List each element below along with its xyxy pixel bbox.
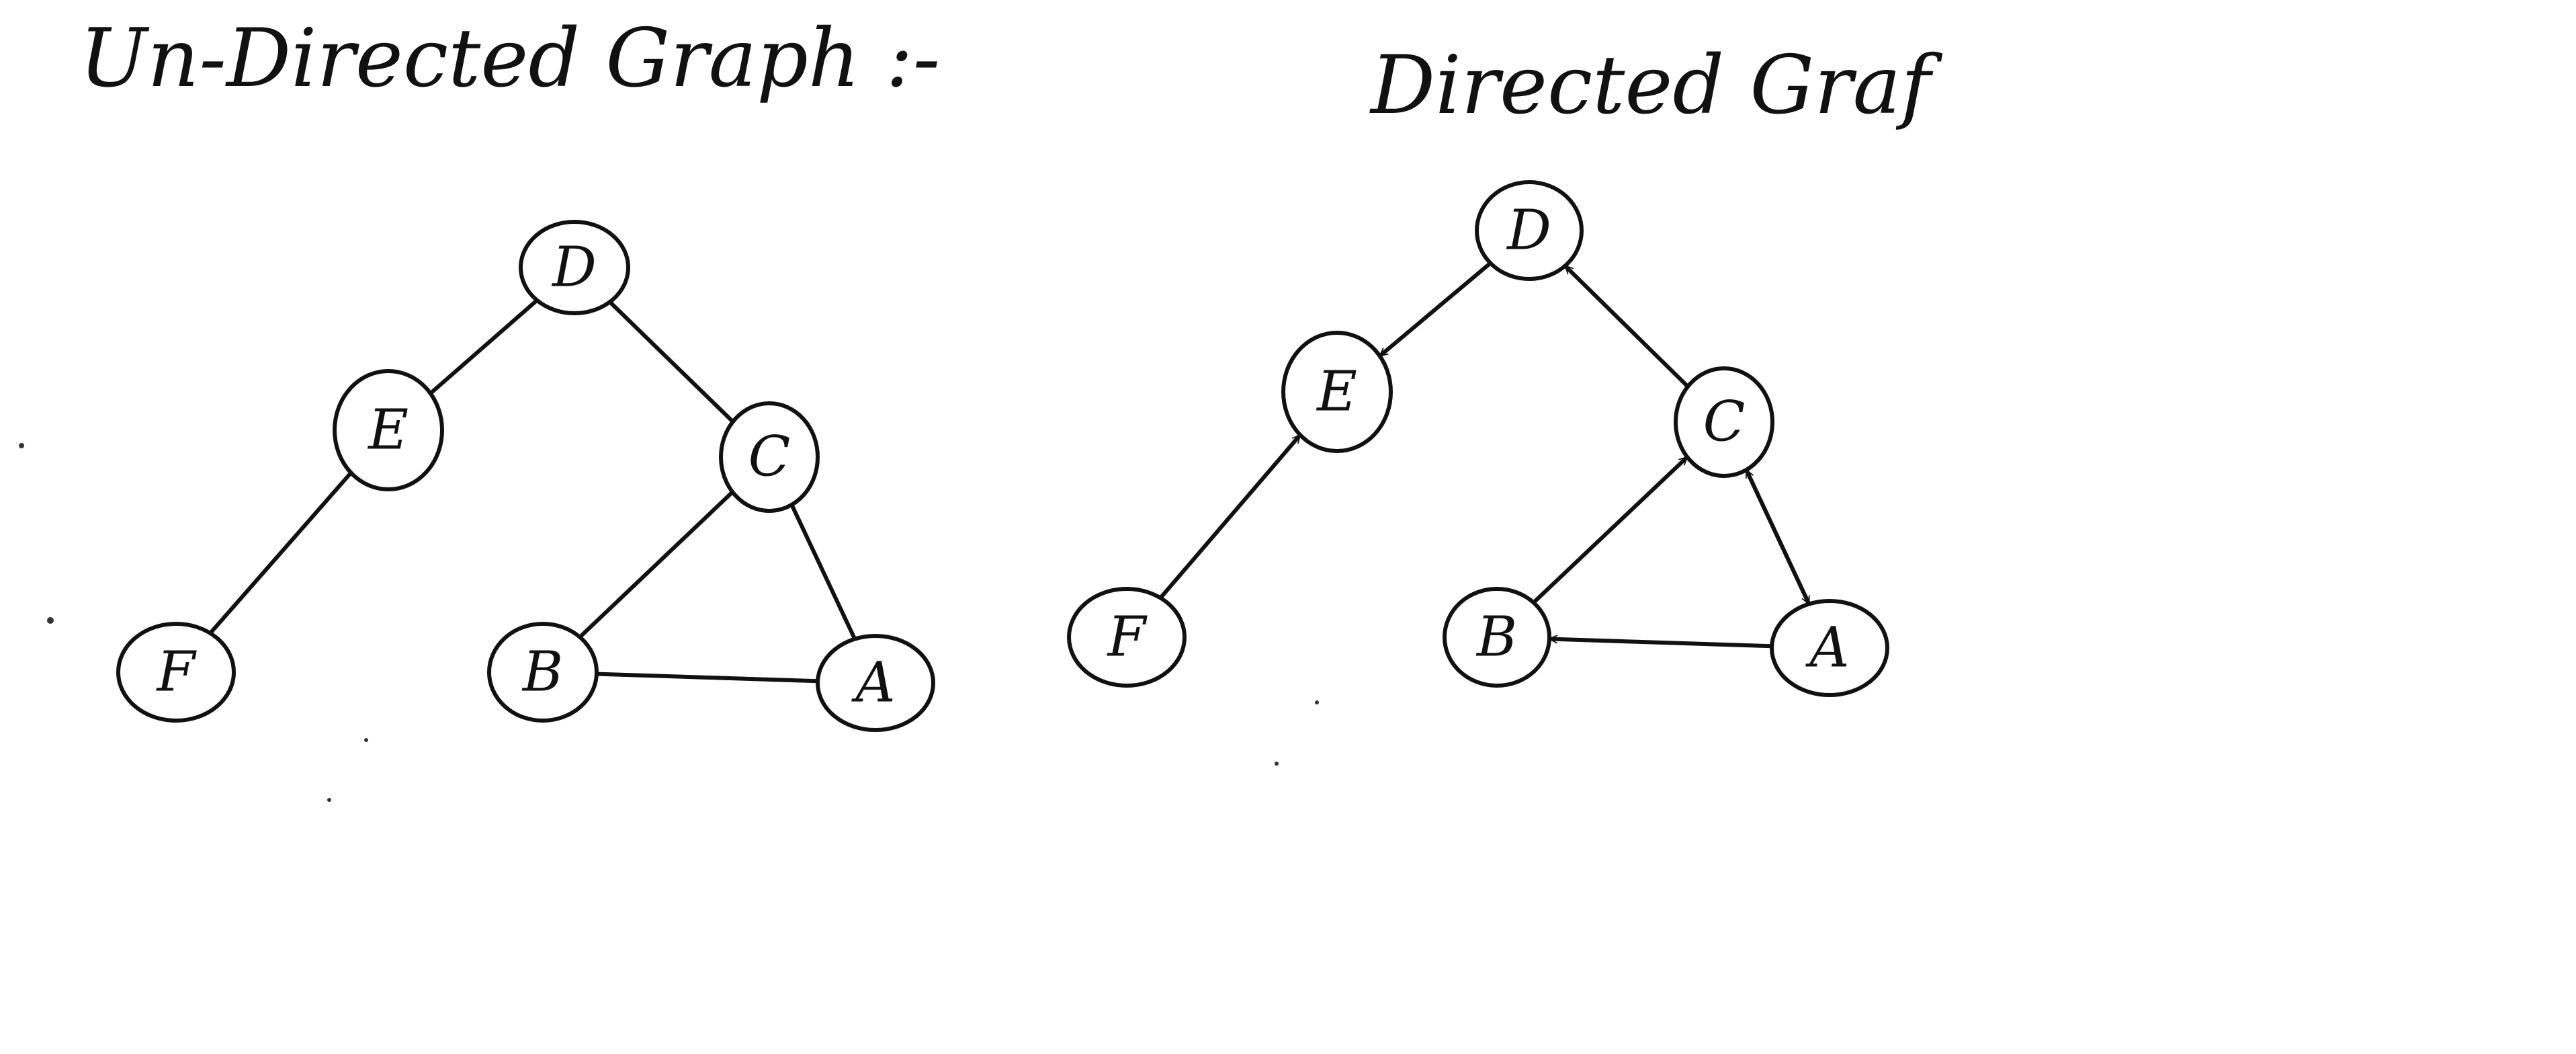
directed-node-D: D [1475, 180, 1584, 281]
directed-edge-C-D [1563, 264, 1690, 389]
stray-dots [19, 443, 1319, 802]
directed-node-C: C [1674, 366, 1774, 478]
directed-edge-C-A [1744, 468, 1811, 606]
undirected-edge-C-A [789, 502, 857, 641]
undirected-node-C: C [719, 401, 820, 513]
undirected-edge-C-B [578, 489, 735, 639]
directed-node-F: F [1067, 587, 1187, 688]
undirected-node-C-label: C [748, 425, 791, 489]
undirected-node-D-circle [519, 220, 630, 315]
undirected-node-D-label: D [551, 236, 597, 300]
directed-edge-B-C [1531, 454, 1690, 605]
undirected-graph-nodes: D E C F B A [116, 220, 935, 732]
undirected-edge-E-F [208, 471, 353, 635]
directed-node-C-label: C [1703, 391, 1746, 454]
directed-node-F-circle [1067, 587, 1187, 688]
undirected-graph: Un-Directed Graph :- D E C F B A [79, 12, 940, 732]
directed-graph-title: Directed Graf [1369, 39, 1943, 132]
directed-node-E-label: E [1316, 360, 1357, 424]
undirected-node-A: A [816, 634, 935, 732]
undirected-node-A-circle [816, 634, 935, 732]
directed-node-F-label: F [1107, 606, 1148, 670]
undirected-graph-edges [208, 298, 857, 684]
undirected-edge-D-E [428, 298, 540, 396]
directed-graph-nodes: D E C F B A [1067, 180, 1889, 697]
undirected-graph-title: Un-Directed Graph :- [79, 12, 940, 106]
undirected-edge-B-A [594, 672, 820, 684]
directed-node-D-label: D [1506, 199, 1551, 263]
directed-node-E: E [1281, 331, 1393, 453]
directed-edge-A-B [1547, 635, 1774, 649]
undirected-node-E: E [333, 369, 444, 491]
undirected-edge-D-C [607, 300, 735, 424]
directed-node-A-label: A [1805, 616, 1849, 680]
undirected-node-F-label: F [156, 641, 198, 704]
directed-node-B-circle [1443, 587, 1551, 688]
directed-node-E-circle [1281, 331, 1393, 453]
undirected-node-B-circle [487, 622, 599, 723]
directed-edge-F-E [1158, 433, 1303, 600]
directed-node-A: A [1770, 599, 1889, 697]
undirected-node-C-circle [719, 401, 820, 513]
directed-edge-D-E [1377, 261, 1493, 358]
undirected-node-A-label: A [851, 651, 895, 715]
directed-node-D-circle [1475, 180, 1584, 281]
undirected-node-D: D [519, 220, 630, 315]
undirected-node-B: B [487, 622, 599, 723]
undirected-node-E-label: E [367, 399, 409, 462]
directed-graph-edges [1158, 261, 1811, 649]
undirected-node-B-label: B [521, 641, 563, 704]
directed-node-A-circle [1770, 599, 1889, 697]
directed-graph: Directed Graf D E C F B A [1067, 39, 1943, 697]
undirected-node-E-circle [333, 369, 444, 491]
directed-node-C-circle [1674, 366, 1774, 478]
directed-node-B-label: B [1475, 606, 1517, 670]
undirected-node-F: F [116, 622, 236, 723]
undirected-node-F-circle [116, 622, 236, 723]
directed-node-B: B [1443, 587, 1551, 688]
